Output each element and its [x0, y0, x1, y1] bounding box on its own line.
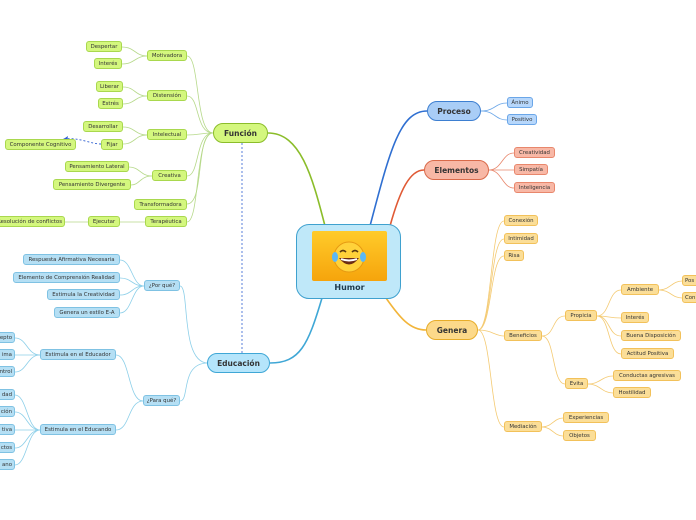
- subtopic-distension[interactable]: Distensión: [147, 90, 187, 101]
- leaf-educando-4[interactable]: ctos: [0, 442, 15, 453]
- leaf-educando-3[interactable]: tiva: [0, 424, 15, 435]
- leaf-simpatia[interactable]: Simpatía: [514, 164, 548, 175]
- central-topic-label: Humor: [334, 283, 365, 292]
- leaf-interes-genera[interactable]: Interés: [621, 312, 649, 323]
- leaf-objetos[interactable]: Objetos: [563, 430, 596, 441]
- leaf-elemento-comprension[interactable]: Elemento de Comprensión Realidad: [13, 272, 120, 283]
- subtopic-transformadora[interactable]: Transformadora: [134, 199, 187, 210]
- topic-elementos[interactable]: Elementos: [424, 160, 489, 180]
- leaf-positivo[interactable]: Positivo: [507, 114, 537, 125]
- leaf-educando-5[interactable]: ano: [0, 459, 15, 470]
- connector-educacion: [269, 297, 323, 364]
- subtopic-ambiente[interactable]: Ambiente: [621, 284, 659, 295]
- leaf-respuesta-afirmativa[interactable]: Respuesta Afirmativa Necesaria: [23, 254, 120, 265]
- genera-connectors: [477, 220, 683, 437]
- connector-genera: [385, 297, 427, 331]
- leaf-intimidad[interactable]: Intimidad: [504, 233, 538, 244]
- leaf-ambiente-2[interactable]: Con: [682, 292, 696, 303]
- leaf-creatividad[interactable]: Creatividad: [514, 147, 555, 158]
- leaf-educador-2[interactable]: ima: [0, 349, 15, 360]
- leaf-resolucion-conflictos[interactable]: Resolución de conflictos: [0, 216, 65, 227]
- leaf-animo[interactable]: Ánimo: [507, 97, 533, 108]
- leaf-componente-cognitivo[interactable]: Componente Cognitivo: [5, 139, 76, 150]
- leaf-educador-1[interactable]: epto: [0, 332, 15, 343]
- connector-proceso: [369, 110, 428, 227]
- topic-educacion[interactable]: Educación: [207, 353, 270, 373]
- subtopic-estimula-educador[interactable]: Estimula en el Educador: [40, 349, 116, 360]
- funcion-connectors: [65, 46, 214, 223]
- topic-proceso[interactable]: Proceso: [427, 101, 481, 121]
- subtopic-terapeutica[interactable]: Terapéutica: [145, 216, 187, 227]
- leaf-despertar[interactable]: Despertar: [86, 41, 122, 52]
- leaf-buena-disposicion[interactable]: Buena Disposición: [621, 330, 681, 341]
- leaf-estilo-ea[interactable]: Genera un estilo E-A: [54, 307, 120, 318]
- subtopic-estimula-educando[interactable]: Estimula en el Educando: [40, 424, 116, 435]
- leaf-pensamiento-divergente[interactable]: Pensamiento Divergente: [53, 179, 131, 190]
- leaf-hostilidad[interactable]: Hostilidad: [613, 387, 651, 398]
- topic-genera[interactable]: Genera: [426, 320, 478, 340]
- leaf-liberar[interactable]: Liberar: [96, 81, 123, 92]
- laughing-emoji-icon: [312, 231, 387, 281]
- leaf-interes[interactable]: Interés: [94, 58, 122, 69]
- leaf-experiencias[interactable]: Experiencias: [563, 412, 609, 423]
- leaf-educador-3[interactable]: ntrol: [0, 366, 15, 377]
- leaf-inteligencia[interactable]: Inteligencia: [514, 182, 555, 193]
- central-topic[interactable]: Humor: [296, 224, 401, 299]
- proceso-elementos-connectors: [480, 102, 515, 189]
- leaf-educando-1[interactable]: dad: [0, 389, 15, 400]
- educacion-connectors: [14, 259, 209, 466]
- leaf-conexion[interactable]: Conexión: [504, 215, 538, 226]
- leaf-ejecutar[interactable]: Ejecutar: [88, 216, 120, 227]
- relation-fijar-componente: [62, 138, 102, 145]
- leaf-ambiente-1[interactable]: Pos: [682, 275, 696, 286]
- leaf-estres[interactable]: Estrés: [98, 98, 123, 109]
- subtopic-creativa[interactable]: Creativa: [152, 170, 187, 181]
- leaf-educando-2[interactable]: ción: [0, 406, 15, 417]
- subtopic-motivadora[interactable]: Motivadora: [147, 50, 187, 61]
- subtopic-propicia[interactable]: Propicia: [565, 310, 597, 321]
- leaf-conductas-agresivas[interactable]: Conductas agresivas: [613, 370, 681, 381]
- leaf-estimula-creatividad[interactable]: Estimula la Creatividad: [47, 289, 120, 300]
- subtopic-beneficios[interactable]: Beneficios: [504, 330, 542, 341]
- leaf-actitud-positiva[interactable]: Actitud Positiva: [621, 348, 674, 359]
- subtopic-mediacion[interactable]: Mediación: [504, 421, 542, 432]
- subtopic-evita[interactable]: Evita: [565, 378, 588, 389]
- subtopic-para-que[interactable]: ¿Para qué?: [143, 395, 180, 406]
- leaf-fijar[interactable]: Fijar: [101, 139, 123, 150]
- subtopic-intelectual[interactable]: Intelectual: [147, 129, 187, 140]
- leaf-risa[interactable]: Risa: [504, 250, 524, 261]
- subtopic-por-que[interactable]: ¿Por qué?: [144, 280, 180, 291]
- connector-funcion: [267, 132, 326, 227]
- connector-elementos: [389, 169, 425, 227]
- leaf-desarrollar[interactable]: Desarrollar: [83, 121, 123, 132]
- leaf-pensamiento-lateral[interactable]: Pensamiento Lateral: [65, 161, 129, 172]
- topic-funcion[interactable]: Función: [213, 123, 268, 143]
